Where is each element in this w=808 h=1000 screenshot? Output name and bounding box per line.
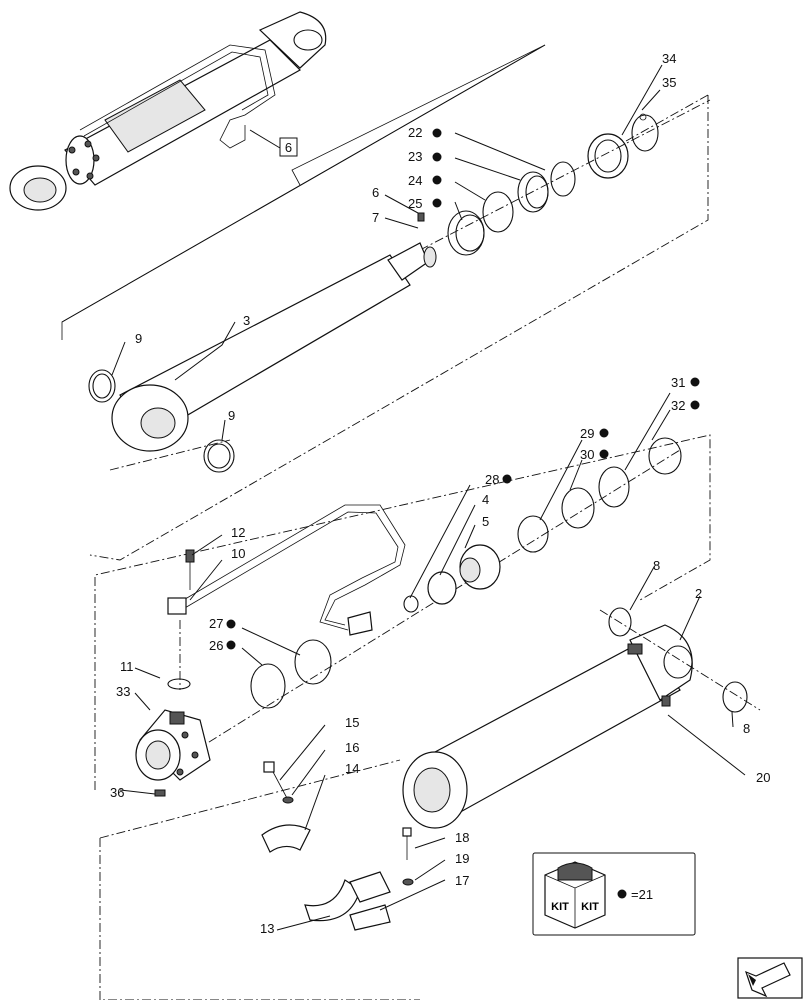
kit-marker-icon	[617, 889, 627, 899]
ring-8-upper	[608, 607, 632, 637]
callout-24: 24	[408, 173, 422, 188]
callout-25: 25	[408, 196, 422, 211]
callout-27: 27	[209, 616, 223, 631]
callout-17: 17	[455, 873, 469, 888]
callout-8-upper: 8	[653, 558, 660, 573]
clamp-parts	[261, 761, 414, 931]
callout-5: 5	[482, 514, 489, 529]
callout-8-lower: 8	[743, 721, 750, 736]
callout-7: 7	[372, 210, 379, 225]
callout-1-label: 6	[285, 140, 292, 155]
arrow-icon[interactable]	[737, 957, 803, 999]
cylinder-assembly-overview	[9, 11, 327, 211]
frame-piston-group	[94, 434, 711, 790]
cylinder-barrel	[402, 624, 693, 829]
callout-1: 6	[249, 129, 298, 157]
callout-15: 15	[345, 715, 359, 730]
ring-8-lower	[722, 681, 748, 713]
callout-9-lower: 9	[228, 408, 235, 423]
pipe-assembly	[167, 504, 406, 636]
ring-9-upper	[88, 369, 116, 403]
callout-35: 35	[662, 75, 676, 90]
callout-11: 11	[120, 659, 134, 674]
callout-32: 32	[671, 398, 685, 413]
callout-16: 16	[345, 740, 359, 755]
cylinder-head	[135, 709, 211, 797]
callout-20: 20	[756, 770, 770, 785]
kit-label-left: KIT	[551, 901, 569, 913]
piston-components	[167, 437, 682, 709]
callout-3: 3	[243, 313, 250, 328]
callout-9-upper: 9	[135, 331, 142, 346]
callout-13: 13	[260, 921, 274, 936]
callout-30: 30	[580, 447, 594, 462]
callout-33: 33	[116, 684, 130, 699]
callout-23: 23	[408, 149, 422, 164]
filled-circle-icon	[226, 128, 700, 650]
callout-36: 36	[110, 785, 124, 800]
kit-label-right: KIT	[581, 901, 599, 913]
callout-4: 4	[482, 492, 489, 507]
kit-equals-text: =21	[631, 887, 653, 902]
callout-22: 22	[408, 125, 422, 140]
callout-34: 34	[662, 51, 676, 66]
callout-12: 12	[231, 525, 245, 540]
piston-rod	[111, 212, 437, 452]
leader-lines	[111, 64, 746, 931]
callout-18: 18	[455, 830, 469, 845]
kit-legend: KIT KIT =21	[532, 852, 696, 936]
callout-28: 28	[485, 472, 499, 487]
frame-rod-group	[89, 95, 709, 561]
callout-14: 14	[345, 761, 359, 776]
callout-2: 2	[695, 586, 702, 601]
frame-clamp-group	[99, 759, 420, 1000]
callout-10: 10	[231, 546, 245, 561]
callout-19: 19	[455, 851, 469, 866]
callout-6: 6	[372, 185, 379, 200]
ring-9-lower	[203, 439, 235, 473]
callout-31: 31	[671, 375, 685, 390]
callout-29: 29	[580, 426, 594, 441]
callout-26: 26	[209, 638, 223, 653]
seal-rings-upper	[447, 113, 659, 256]
callout-labels: 34 35 22 23 24 25 6 7 3 9 9 31 32 29 30 …	[110, 51, 770, 936]
